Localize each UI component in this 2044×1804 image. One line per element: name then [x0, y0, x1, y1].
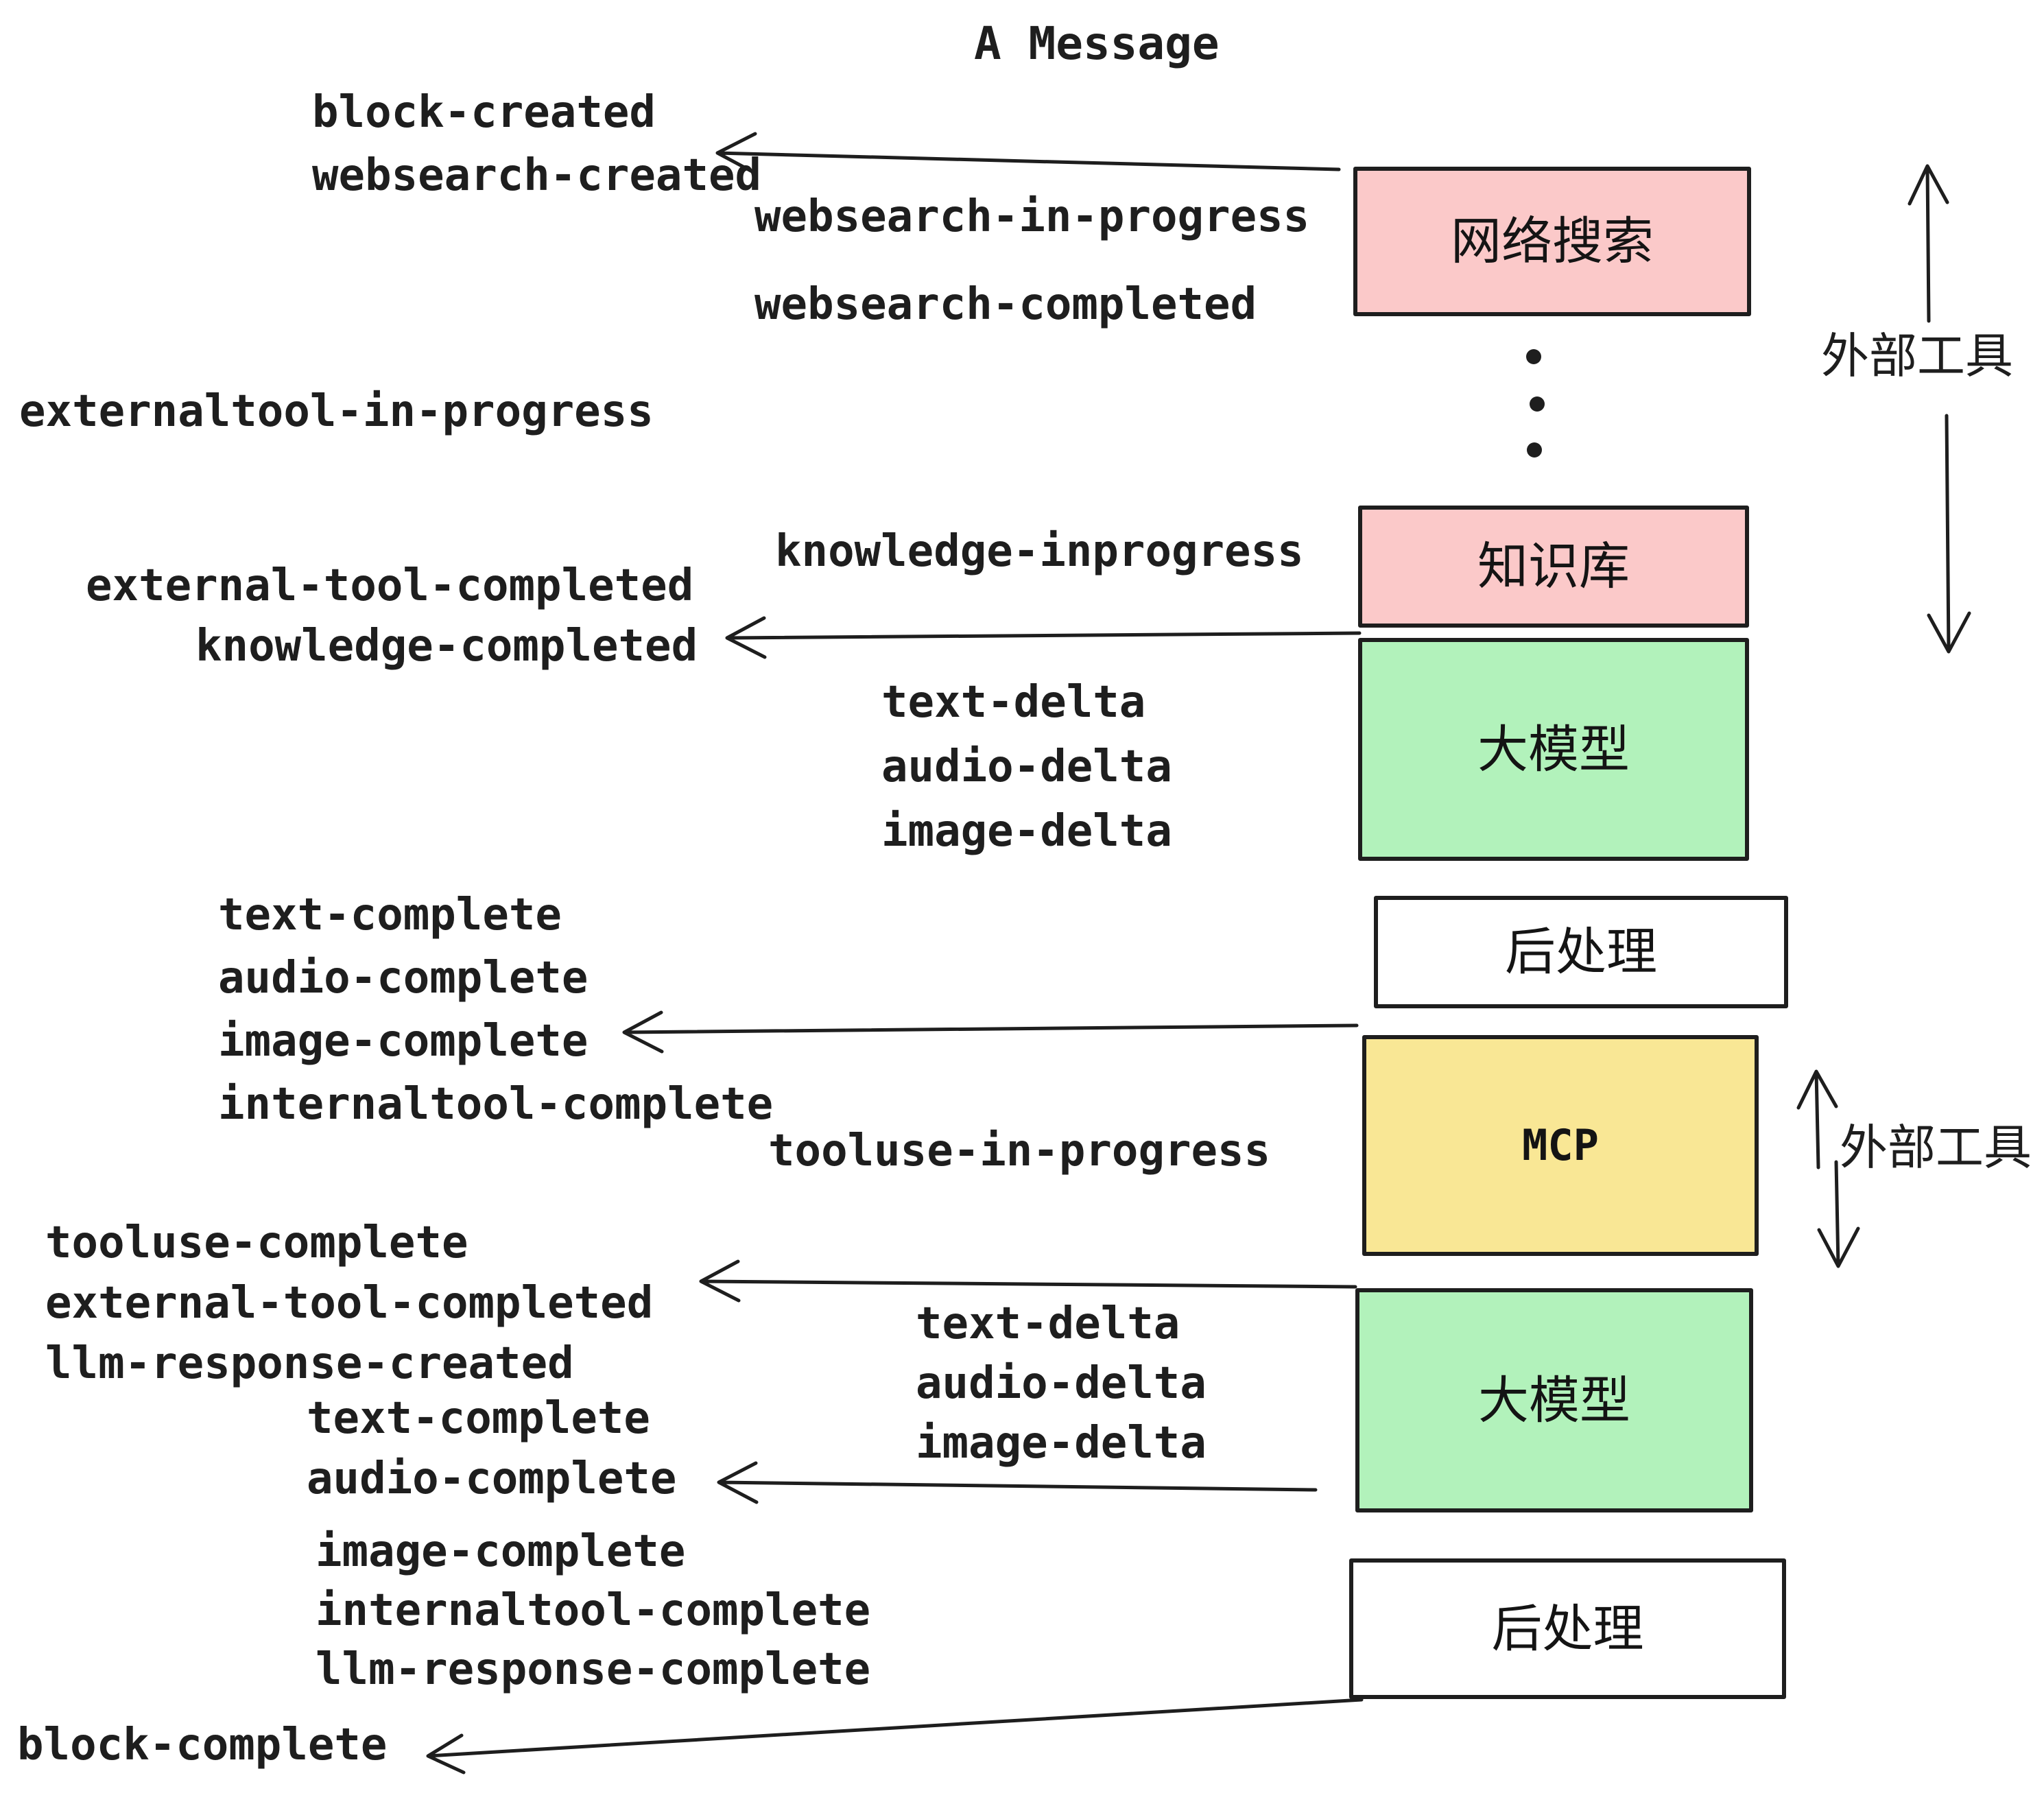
- node-llm-1: 大模型: [1358, 638, 1749, 861]
- event-label-websearch-created: websearch-created: [312, 150, 762, 201]
- event-label-audio-complete: audio-complete: [307, 1453, 677, 1504]
- external-tools-down-arrow-2: [1817, 1160, 1860, 1268]
- node-postprocess-1-label: 后处理: [1505, 923, 1657, 982]
- node-postprocess-2: 后处理: [1349, 1558, 1786, 1699]
- event-label-audio-delta: audio-delta: [916, 1358, 1207, 1409]
- event-label-knowledge-inprogress: knowledge-inprogress: [775, 526, 1304, 577]
- event-label-text-complete: text-complete: [307, 1393, 650, 1444]
- event-label-block-created: block-created: [312, 87, 656, 138]
- event-label-audio-delta: audio-delta: [881, 741, 1172, 792]
- node-llm-2-label: 大模型: [1478, 1370, 1630, 1430]
- event-label-externaltool-in-progress: externaltool-in-progress: [19, 386, 654, 437]
- node-postprocess-2-label: 后处理: [1491, 1599, 1644, 1659]
- annotation-external-tools-mid: 外部工具: [1840, 1119, 2032, 1176]
- external-tools-down-arrow-1: [1927, 414, 1971, 654]
- arrow-audio-complete: [717, 1461, 1318, 1504]
- node-llm-1-label: 大模型: [1477, 720, 1630, 779]
- node-mcp-label: MCP: [1522, 1120, 1599, 1170]
- event-label-external-tool-completed: external-tool-completed: [86, 560, 694, 611]
- node-knowledge-base-label: 知识库: [1477, 537, 1630, 596]
- event-label-text-delta: text-delta: [881, 677, 1146, 728]
- event-label-llm-response-complete: llm-response-complete: [316, 1644, 871, 1695]
- event-label-image-complete: image-complete: [316, 1526, 686, 1577]
- node-web-search: 网络搜索: [1353, 167, 1751, 316]
- event-label-tooluse-complete: tooluse-complete: [45, 1218, 468, 1268]
- event-label-image-delta: image-delta: [881, 806, 1172, 857]
- event-label-websearch-completed: websearch-completed: [754, 279, 1257, 330]
- arrow-image-complete: [622, 1010, 1359, 1054]
- external-tools-up-arrow-2: [1796, 1069, 1838, 1170]
- event-label-text-complete: text-complete: [218, 890, 562, 940]
- external-tools-up-arrow-1: [1908, 164, 1949, 323]
- annotation-external-tools-top: 外部工具: [1821, 328, 2013, 384]
- node-postprocess-1: 后处理: [1374, 896, 1788, 1008]
- arrow-block-complete: [426, 1698, 1364, 1775]
- event-label-image-delta: image-delta: [916, 1418, 1207, 1469]
- event-label-internaltool-complete: internaltool-complete: [218, 1079, 774, 1130]
- event-label-llm-response-created: llm-response-created: [45, 1338, 574, 1389]
- node-web-search-label: 网络搜索: [1451, 212, 1654, 271]
- node-llm-2: 大模型: [1355, 1288, 1753, 1512]
- event-label-knowledge-completed: knowledge-completed: [195, 621, 698, 672]
- node-mcp: MCP: [1362, 1035, 1759, 1256]
- ellipsis-dots: [1526, 349, 1545, 458]
- event-label-image-complete: image-complete: [218, 1016, 589, 1067]
- event-label-websearch-in-progress: websearch-in-progress: [754, 191, 1310, 242]
- event-label-audio-complete: audio-complete: [218, 953, 589, 1004]
- event-label-tooluse-in-progress: tooluse-in-progress: [768, 1126, 1271, 1176]
- event-label-internaltool-complete: internaltool-complete: [316, 1585, 871, 1636]
- event-label-block-complete: block-complete: [17, 1720, 388, 1770]
- node-knowledge-base: 知识库: [1358, 506, 1749, 628]
- event-label-external-tool-completed: external-tool-completed: [45, 1278, 654, 1329]
- arrow-block-created: [715, 132, 1341, 176]
- arrow-external-tool-completed: [699, 1259, 1357, 1303]
- page-title: A Message: [974, 17, 1220, 70]
- arrow-knowledge-completed: [725, 616, 1362, 659]
- event-label-text-delta: text-delta: [916, 1298, 1180, 1349]
